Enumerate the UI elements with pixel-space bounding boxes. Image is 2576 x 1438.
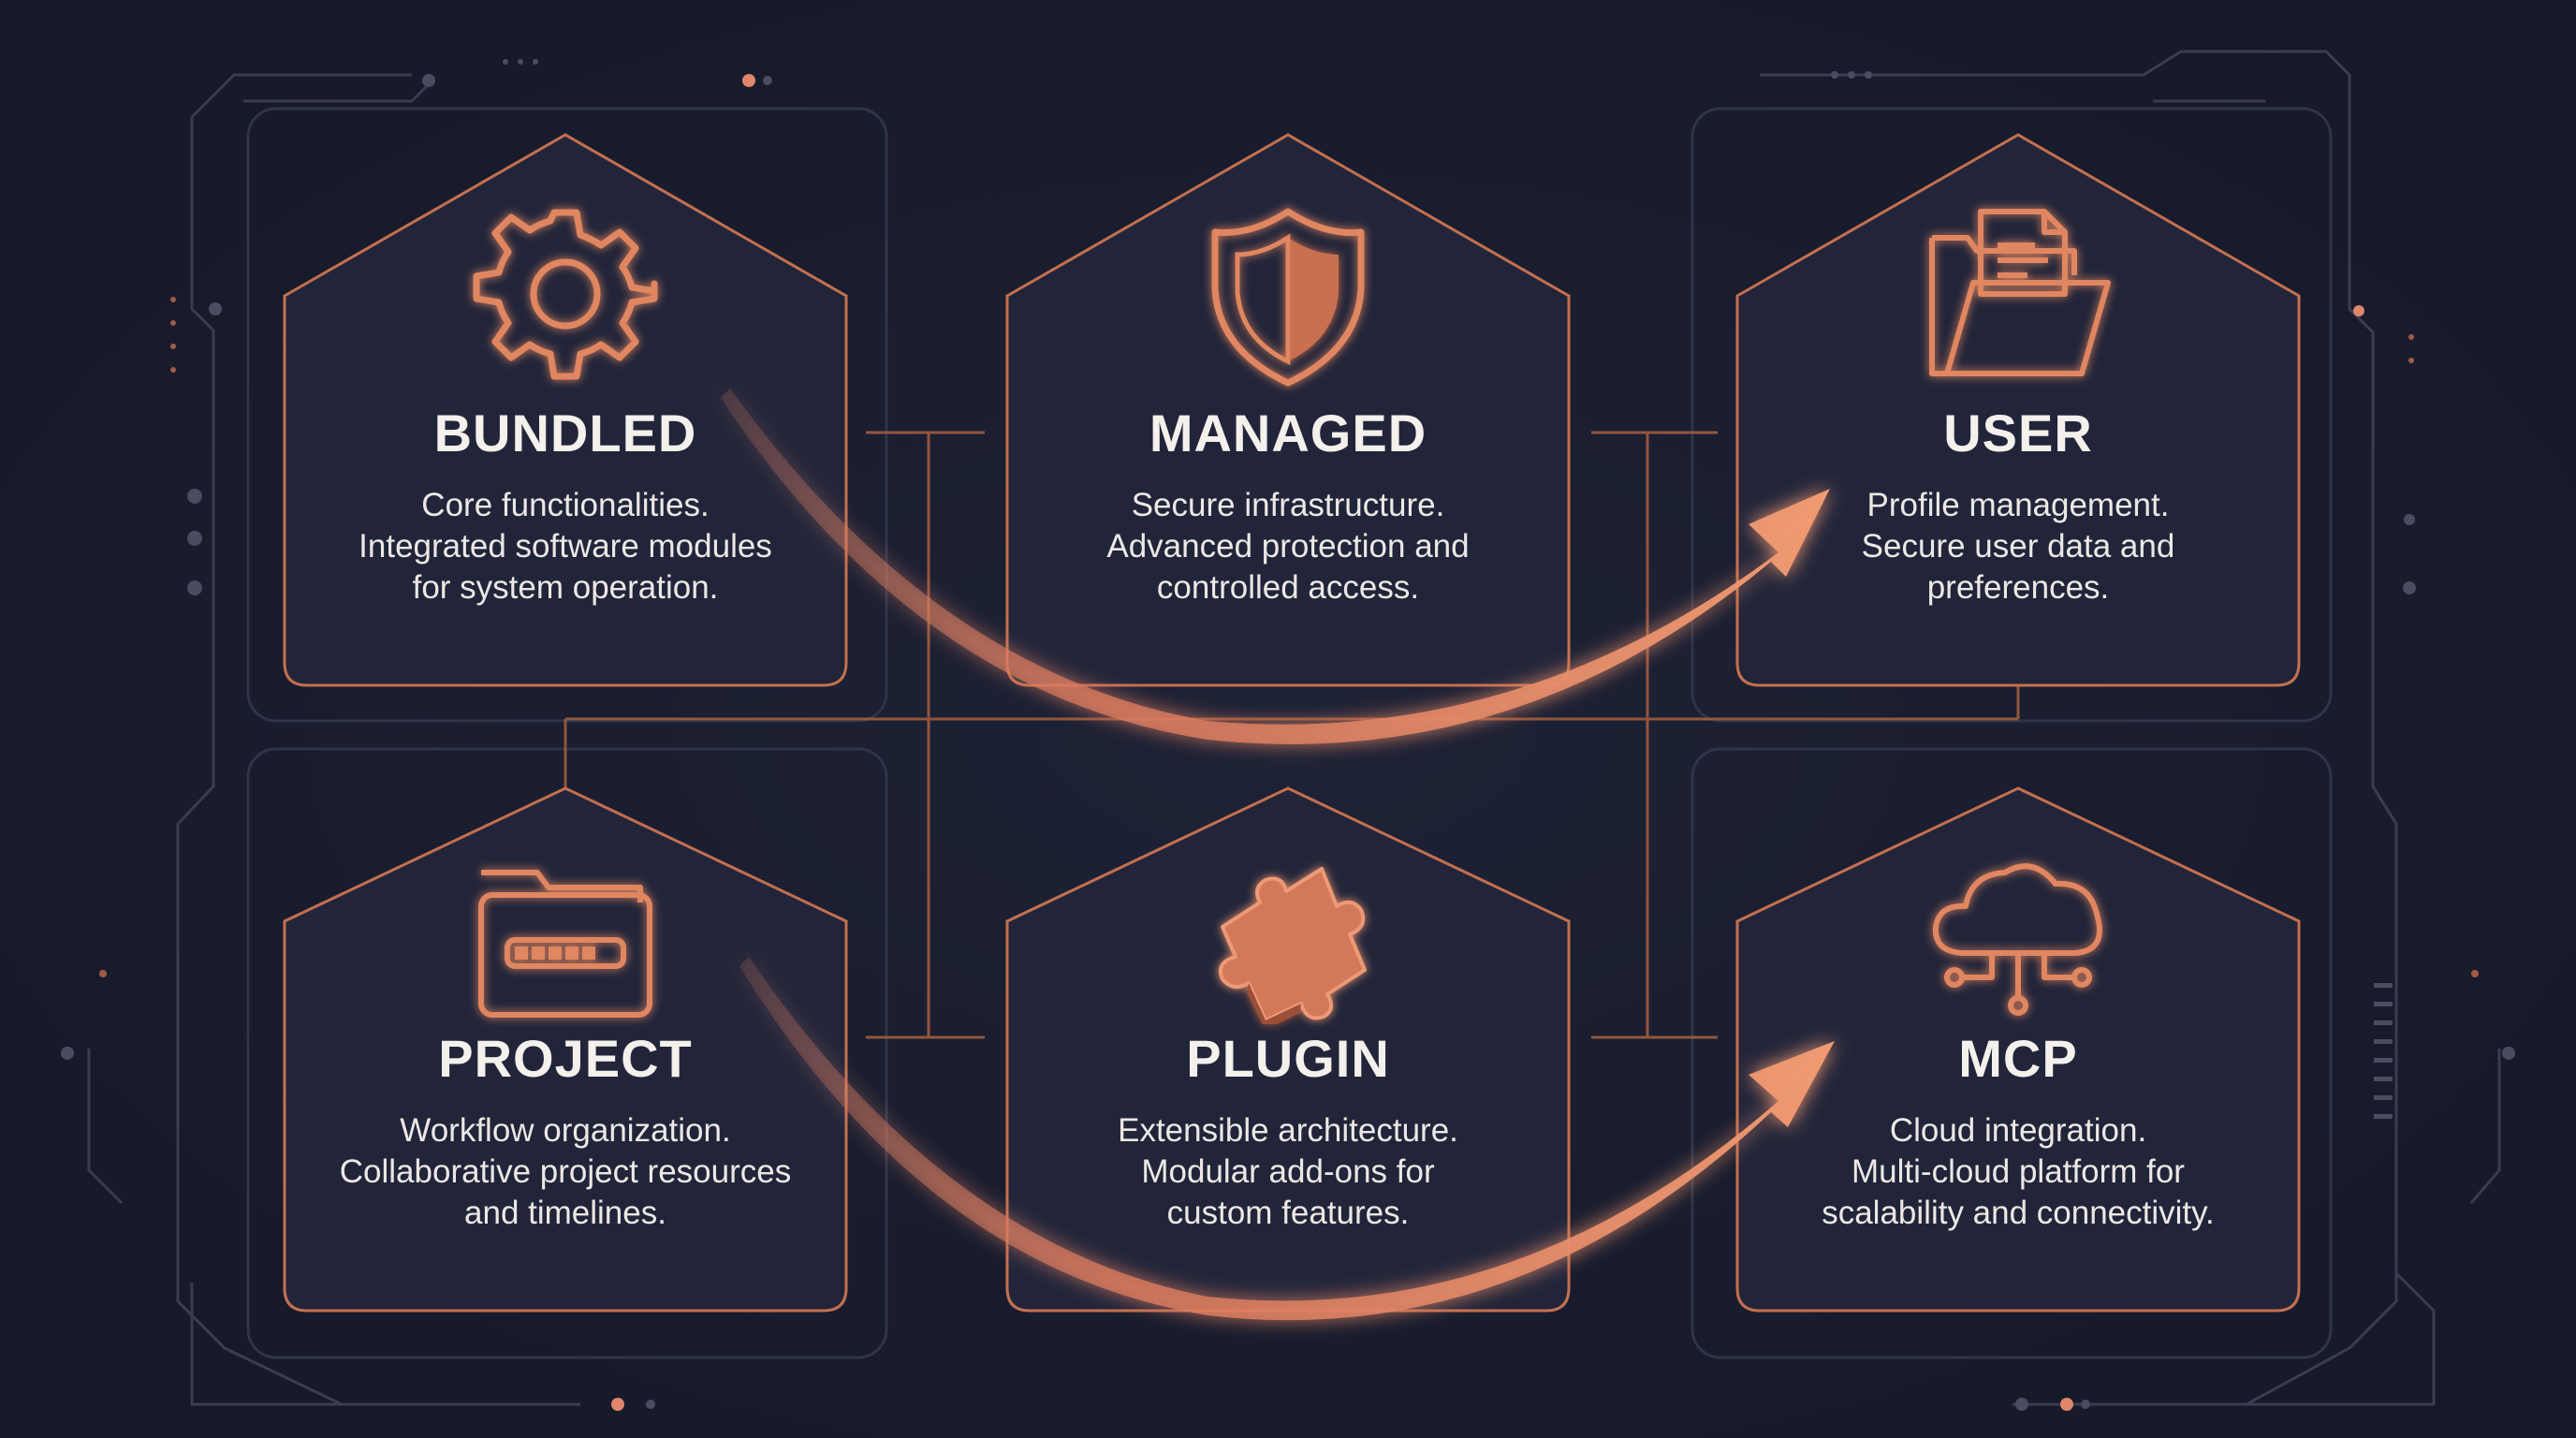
card-description: Secure infrastructure. Advanced protecti…: [1022, 485, 1554, 609]
description-line: Modular add-ons for: [1141, 1153, 1435, 1190]
card-title: PLUGIN: [1186, 1029, 1390, 1088]
folder-document-icon: [1929, 209, 2111, 376]
description-line: Collaborative project resources: [339, 1153, 792, 1190]
card-title: USER: [1943, 404, 2093, 462]
card-managed: MANAGED Secure infrastructure. Advanced …: [985, 131, 1591, 689]
description-line: Extensible architecture.: [1118, 1112, 1458, 1149]
description-line: and timelines.: [464, 1195, 666, 1231]
card-description: Profile management. Secure user data and…: [1752, 485, 2284, 609]
card-bundled: BUNDLED Core functionalities. Integrated…: [262, 131, 869, 689]
description-line: Workflow organization.: [400, 1112, 731, 1149]
description-line: scalability and connectivity.: [1822, 1195, 2215, 1231]
description-line: controlled access.: [1156, 569, 1420, 606]
description-line: Advanced protection and: [1106, 528, 1470, 565]
description-line: custom features.: [1166, 1195, 1410, 1231]
description-line: Core functionalities.: [421, 487, 710, 523]
card-project: PROJECT Workflow organization. Collabora…: [262, 756, 869, 1314]
card-plugin: PLUGIN Extensible architecture. Modular …: [985, 756, 1591, 1314]
description-line: Integrated software modules: [359, 528, 772, 565]
description-line: Secure user data and: [1861, 528, 2175, 565]
card-title: MCP: [1958, 1029, 2078, 1088]
description-line: preferences.: [1926, 569, 2110, 606]
card-description: Workflow organization. Collaborative pro…: [300, 1110, 831, 1234]
puzzle-piece-icon: [1218, 867, 1367, 1024]
card-description: Cloud integration. Multi-cloud platform …: [1752, 1110, 2284, 1234]
card-title: MANAGED: [1149, 404, 1427, 462]
card-title: PROJECT: [438, 1029, 693, 1088]
description-line: Secure infrastructure.: [1131, 487, 1445, 523]
card-description: Core functionalities. Integrated softwar…: [300, 485, 831, 609]
shield-icon: [1211, 208, 1365, 387]
description-line: Profile management.: [1866, 487, 2170, 523]
card-title: BUNDLED: [433, 404, 697, 462]
cloud-network-icon: [1932, 863, 2102, 1016]
folder-progress-icon: [478, 870, 652, 1018]
description-line: for system operation.: [412, 569, 719, 606]
card-description: Extensible architecture. Modular add-ons…: [1022, 1110, 1554, 1234]
description-line: Multi-cloud platform for: [1852, 1153, 2185, 1190]
card-user: USER Profile management. Secure user dat…: [1715, 131, 2321, 689]
gear-icon: [473, 209, 658, 380]
description-line: Cloud integration.: [1889, 1112, 2147, 1149]
card-mcp: MCP Cloud integration. Multi-cloud platf…: [1715, 756, 2321, 1314]
